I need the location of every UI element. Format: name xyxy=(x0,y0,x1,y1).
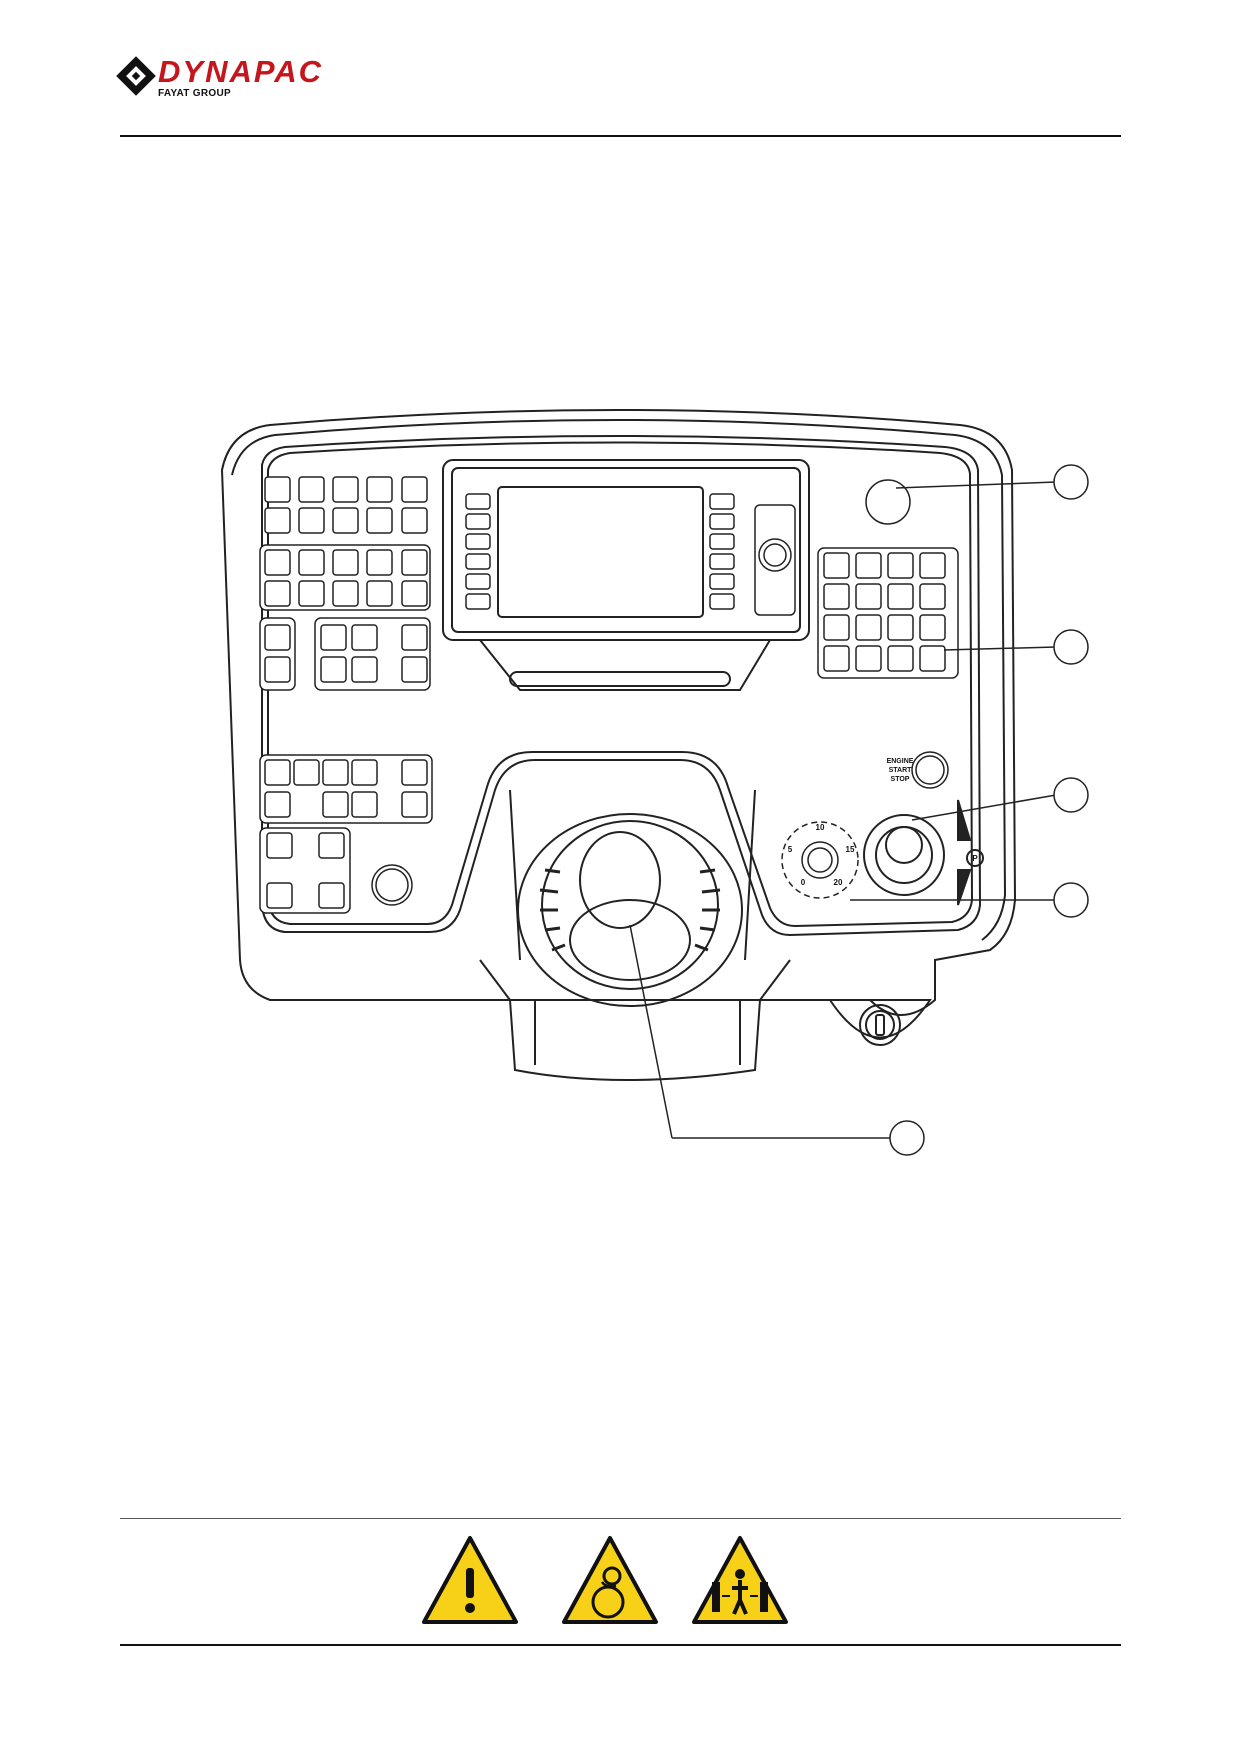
work-mode-ticks xyxy=(539,868,721,952)
display-side-keys xyxy=(465,493,796,616)
dial-10: 10 xyxy=(816,823,825,832)
panel-outer-housing xyxy=(220,409,1017,1081)
engine-label-2: START xyxy=(889,767,913,774)
brand-name: DYNAPAC xyxy=(158,54,323,89)
speed-dial xyxy=(781,821,859,899)
footer-rule-upper xyxy=(120,1518,1121,1519)
display-screen xyxy=(497,486,704,618)
emergency-stop-knob xyxy=(865,479,911,525)
warning-signs xyxy=(422,1536,788,1624)
rotating-parts-warning-icon xyxy=(562,1536,658,1624)
display-unit xyxy=(442,459,810,691)
drive-lever xyxy=(863,799,984,906)
dial-15: 15 xyxy=(846,845,855,854)
dial-20: 20 xyxy=(834,878,843,887)
park-symbol: P xyxy=(972,854,978,863)
dial-5: 5 xyxy=(788,845,793,854)
header-rule xyxy=(120,135,1121,137)
footer-rule-lower xyxy=(120,1644,1121,1646)
dial-0: 0 xyxy=(801,878,806,887)
display-handle xyxy=(509,671,731,687)
engine-label-3: STOP xyxy=(891,776,910,783)
panel-inner-face xyxy=(261,435,982,937)
right-button-grid xyxy=(817,479,959,789)
engine-label-1: ENGINE xyxy=(887,758,914,765)
brand-group: FAYAT GROUP xyxy=(158,88,231,99)
crush-hazard-warning-icon xyxy=(692,1536,788,1624)
callout-circles xyxy=(889,464,1089,1156)
exclamation-warning-icon xyxy=(422,1536,518,1624)
dynapac-logo-mark xyxy=(116,56,156,96)
ignition-switch xyxy=(828,999,932,1046)
callout-lines xyxy=(629,481,1057,1139)
left-button-grid xyxy=(259,476,433,914)
work-mode-selector xyxy=(517,813,743,1007)
